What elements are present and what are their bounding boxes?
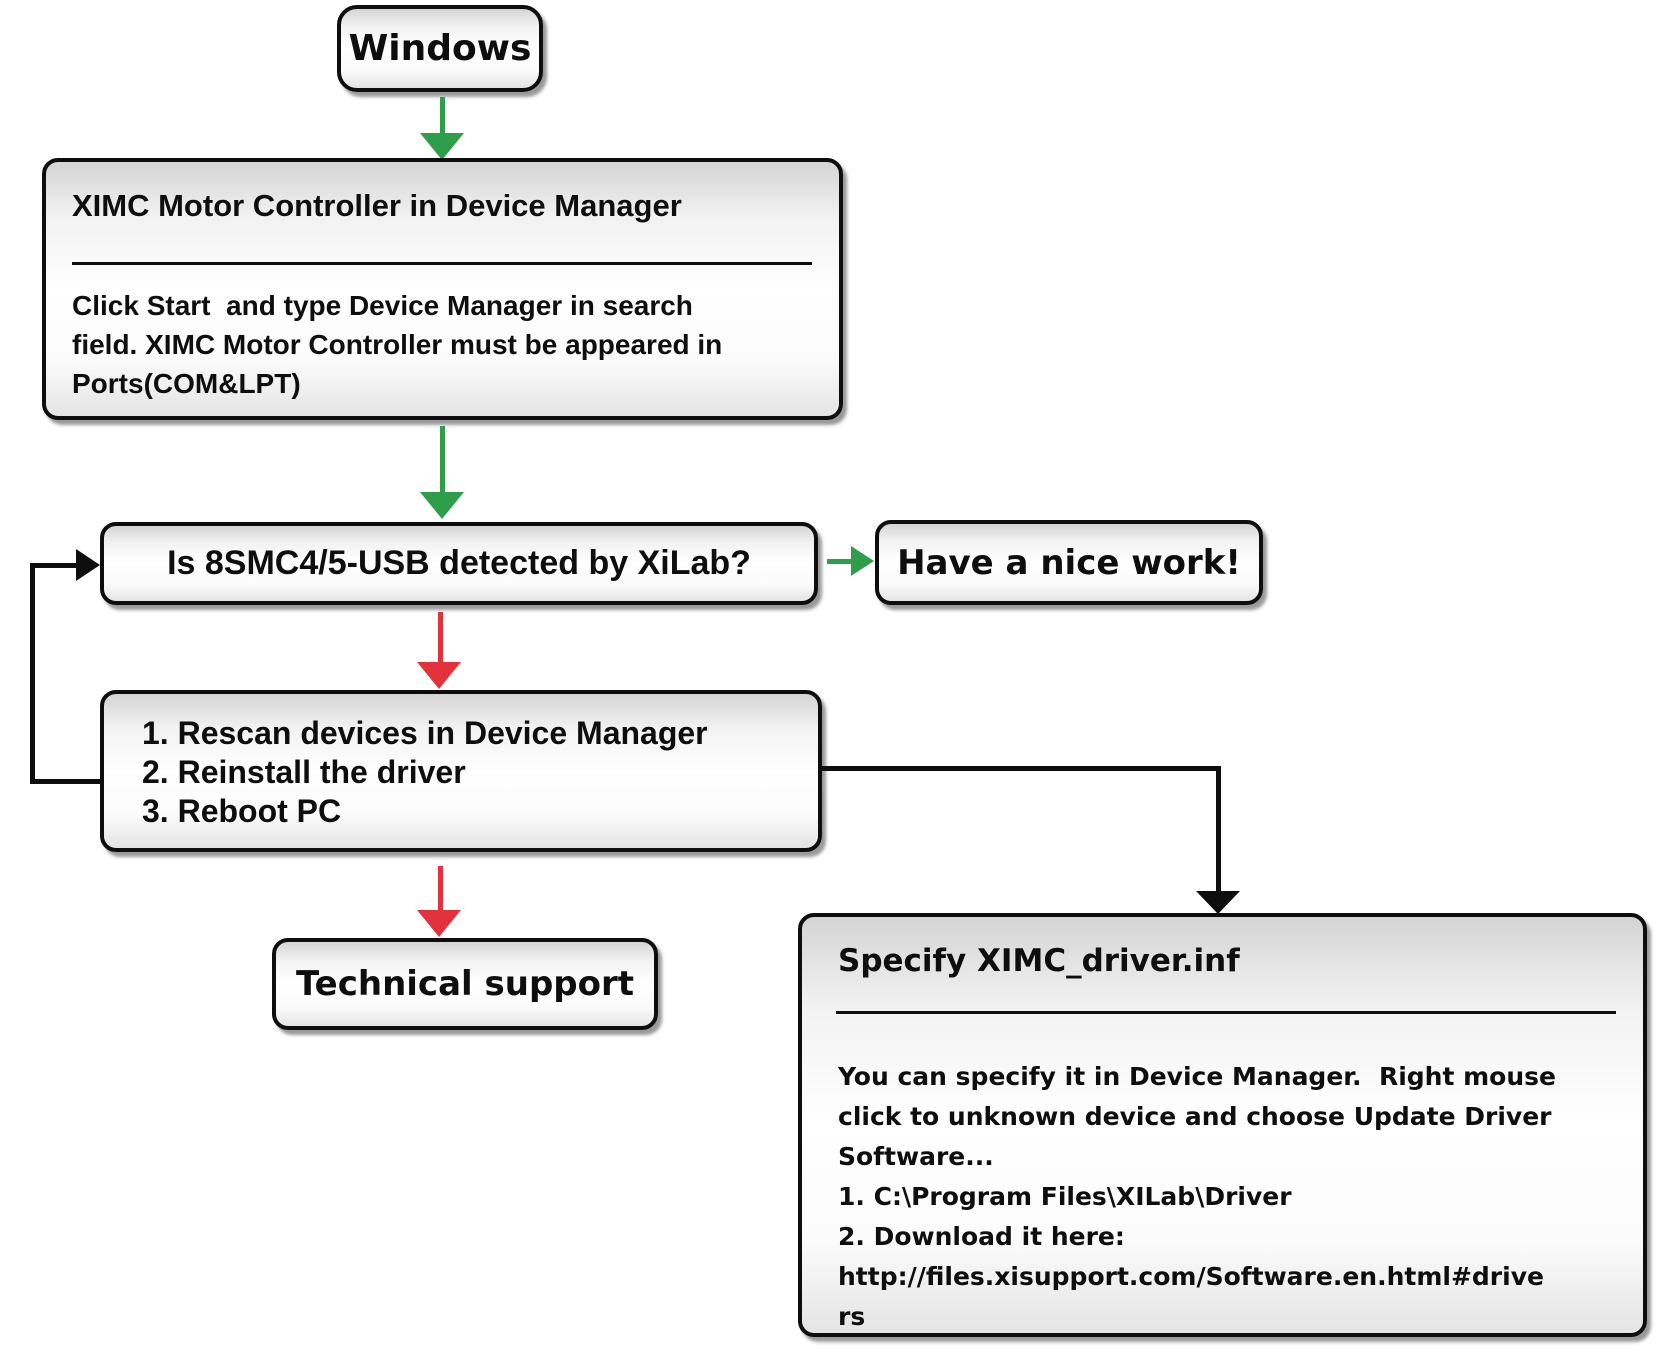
loop-line-bottom	[30, 779, 102, 784]
node-question-detected: Is 8SMC4/5-USB detected by XiLab?	[100, 522, 818, 605]
green-arrow-right-shaft	[827, 559, 853, 564]
node-ximc-title: XIMC Motor Controller in Device Manager	[72, 188, 682, 223]
red-arrow-down-2-head	[417, 910, 461, 937]
node-specify-separator	[836, 1011, 1616, 1014]
node-windows: Windows	[337, 5, 543, 92]
node-rescan-steps: 1. Rescan devices in Device Manager 2. R…	[100, 690, 822, 852]
green-arrow-right-head	[851, 546, 874, 576]
node-ximc-device-manager: XIMC Motor Controller in Device Manager …	[42, 158, 843, 420]
node-ximc-body: Click Start and type Device Manager in s…	[72, 290, 723, 399]
red-arrow-down-1-head	[417, 662, 461, 689]
node-specify-body: You can specify it in Device Manager. Ri…	[838, 1062, 1556, 1331]
black-connector-arrow-head	[1196, 891, 1240, 914]
node-question-label: Is 8SMC4/5-USB detected by XiLab?	[167, 544, 751, 582]
node-tech-support-label: Technical support	[295, 964, 635, 1004]
red-arrow-down-1-shaft	[438, 612, 443, 664]
green-arrow-down-1-head	[420, 133, 464, 160]
loop-line-top	[30, 563, 77, 568]
green-arrow-down-2-shaft	[440, 426, 445, 494]
node-specify-driver: Specify XIMC_driver.inf You can specify …	[798, 913, 1647, 1337]
loop-arrow-head	[76, 549, 100, 581]
red-arrow-down-2-shaft	[438, 866, 443, 912]
green-arrow-down-2-head	[420, 492, 464, 519]
node-specify-title: Specify XIMC_driver.inf	[838, 943, 1240, 979]
node-nice-work-label: Have a nice work!	[897, 542, 1241, 583]
node-windows-label: Windows	[348, 28, 532, 69]
node-rescan-body: 1. Rescan devices in Device Manager 2. R…	[142, 715, 708, 829]
node-ximc-separator	[72, 262, 812, 265]
green-arrow-down-1-shaft	[440, 97, 445, 137]
black-connector-vertical	[1216, 766, 1221, 894]
loop-line-vertical	[30, 563, 35, 784]
node-nice-work: Have a nice work!	[875, 520, 1263, 605]
node-tech-support: Technical support	[272, 938, 658, 1030]
black-connector-horizontal	[822, 766, 1221, 771]
